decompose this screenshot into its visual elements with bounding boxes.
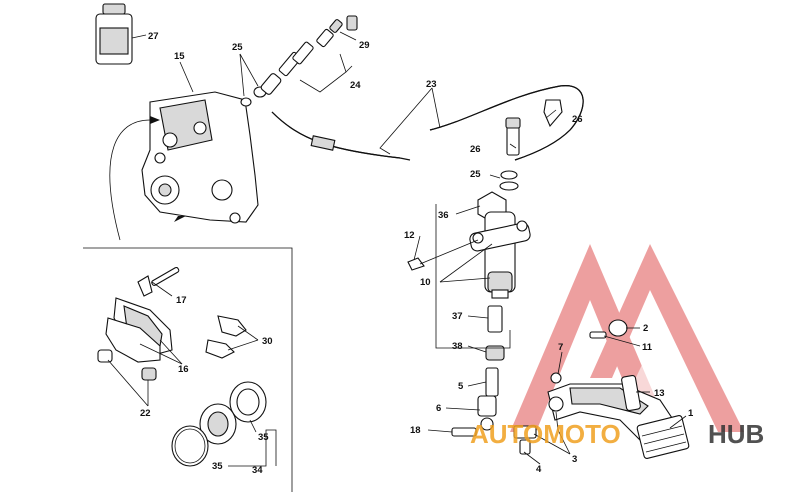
subgroup-border bbox=[83, 247, 293, 492]
callout-23: 23 bbox=[426, 79, 437, 90]
callout-25-top: 25 bbox=[232, 42, 243, 53]
fluid-bottle bbox=[95, 3, 133, 65]
callout-35-left: 35 bbox=[212, 461, 223, 472]
callout-38: 38 bbox=[452, 341, 463, 352]
banjo-fittings bbox=[499, 99, 563, 191]
callout-24: 24 bbox=[350, 80, 361, 91]
brake-pads-group bbox=[97, 266, 267, 467]
callout-5: 5 bbox=[458, 381, 464, 392]
callout-2: 2 bbox=[643, 323, 648, 334]
callout-34: 34 bbox=[252, 465, 263, 476]
callout-15: 15 bbox=[174, 51, 185, 62]
callout-17: 17 bbox=[176, 295, 187, 306]
callout-35-right: 35 bbox=[258, 432, 269, 443]
callout-11: 11 bbox=[642, 342, 653, 353]
brake-hose bbox=[271, 85, 584, 161]
callout-6: 6 bbox=[436, 403, 441, 414]
watermark-text: AUTOMOTO HUB bbox=[470, 419, 764, 449]
callout-37: 37 bbox=[452, 311, 463, 322]
callout-7: 7 bbox=[558, 342, 563, 353]
master-cylinder bbox=[407, 191, 531, 299]
callout-22: 22 bbox=[140, 408, 151, 419]
watermark-brand-part1: AUTOMOTO bbox=[470, 419, 621, 449]
callout-26-left: 26 bbox=[470, 144, 481, 155]
callout-13: 13 bbox=[654, 388, 665, 399]
brake-pedal bbox=[547, 319, 690, 459]
callout-16: 16 bbox=[178, 364, 189, 375]
callout-labels: 27 15 25 29 24 23 26 26 25 36 12 10 37 3… bbox=[140, 31, 694, 476]
callout-26-right: 26 bbox=[572, 114, 583, 125]
callout-1: 1 bbox=[688, 408, 694, 419]
brake-caliper bbox=[109, 91, 259, 241]
callout-25-mid: 25 bbox=[470, 169, 481, 180]
pushrod-parts bbox=[451, 305, 537, 455]
callout-27: 27 bbox=[148, 31, 159, 42]
callout-12: 12 bbox=[404, 230, 415, 241]
caliper-hose-fittings bbox=[240, 15, 358, 107]
callout-36: 36 bbox=[438, 210, 449, 221]
leader-lines bbox=[107, 31, 687, 467]
callout-3: 3 bbox=[572, 454, 577, 465]
callout-30: 30 bbox=[262, 336, 273, 347]
callout-29: 29 bbox=[359, 40, 370, 51]
callout-10: 10 bbox=[420, 277, 431, 288]
callout-4: 4 bbox=[536, 464, 542, 475]
callout-18: 18 bbox=[410, 425, 421, 436]
watermark-brand-part2: HUB bbox=[708, 419, 764, 449]
